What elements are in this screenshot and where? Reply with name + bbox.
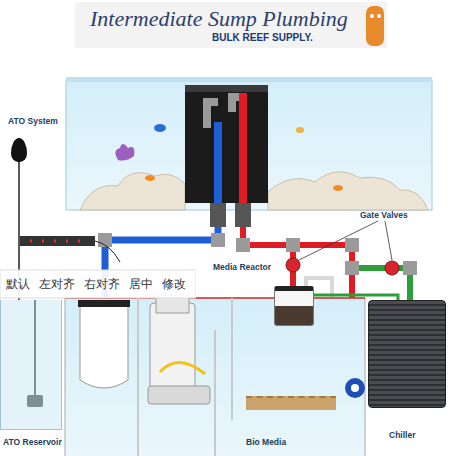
outlet [30,240,80,243]
return-pump [345,378,365,398]
rock [268,172,428,210]
filter-sock [80,305,128,388]
callout-label: Gate Valves [360,210,408,220]
toolbar-item: 修改 [162,276,186,293]
hose-connector [314,295,398,300]
diagram-title: Intermediate Sump Plumbing [90,6,348,32]
toolbar-item: 居中 [129,276,153,293]
chiller-pipe [352,268,410,301]
bulkhead [210,203,226,227]
coral [115,144,134,161]
pipe-fitting [236,238,250,252]
gate-valve [286,258,300,272]
sock-ring [78,300,130,307]
media-reactor: Media Reactor [274,286,314,326]
fish [333,185,343,191]
toolbar-item: 右对齐 [84,276,120,293]
node-label: Media Reactor [213,262,271,272]
pipe-fitting [286,238,300,252]
pipe-fitting [403,261,417,275]
tank-rim [66,77,432,82]
leader-line [299,221,392,260]
bulkhead [235,203,251,227]
fish [154,124,166,132]
protein-skimmer [150,303,195,395]
fish [145,175,155,181]
baffle [138,298,232,456]
pump-inlet [351,384,359,392]
toolbar-item: 左对齐 [39,276,75,293]
gate-valve [385,261,399,275]
tank [66,80,432,210]
node-label: Bio Media [246,437,286,447]
bio-media-bed: Bio Media [246,396,336,410]
sump [65,298,365,456]
mascot-eye [370,14,374,18]
node-label: ATO Reservoir [3,437,62,447]
fish [296,127,304,133]
toolbar-item: 默认 [6,276,30,293]
ato-sensor: ATO System [11,138,27,162]
chiller-unit: Chiller [368,300,446,408]
rock [80,173,185,210]
mascot-eye [377,14,381,18]
toolbar [0,270,196,298]
return-pipe [239,93,247,210]
title-banner [75,2,387,48]
skimmer-pump [148,386,210,404]
overflow-comb [185,85,268,92]
toolbar-overlay [0,0,196,300]
node-label: Chiller [389,430,415,440]
air-line [160,362,205,374]
pipe-fitting [211,233,225,247]
mascot [366,6,384,46]
drain-pipe [214,122,222,210]
power-cord [95,241,120,262]
power-strip [20,236,95,246]
pipe-fitting [345,238,359,252]
ato-reservoir: ATO Reservoir [0,300,62,430]
brand-name: BULK REEF SUPPLY. [212,32,313,43]
pipe-fitting [345,261,359,275]
overflow-box [185,85,268,203]
node-label: ATO System [8,116,58,126]
